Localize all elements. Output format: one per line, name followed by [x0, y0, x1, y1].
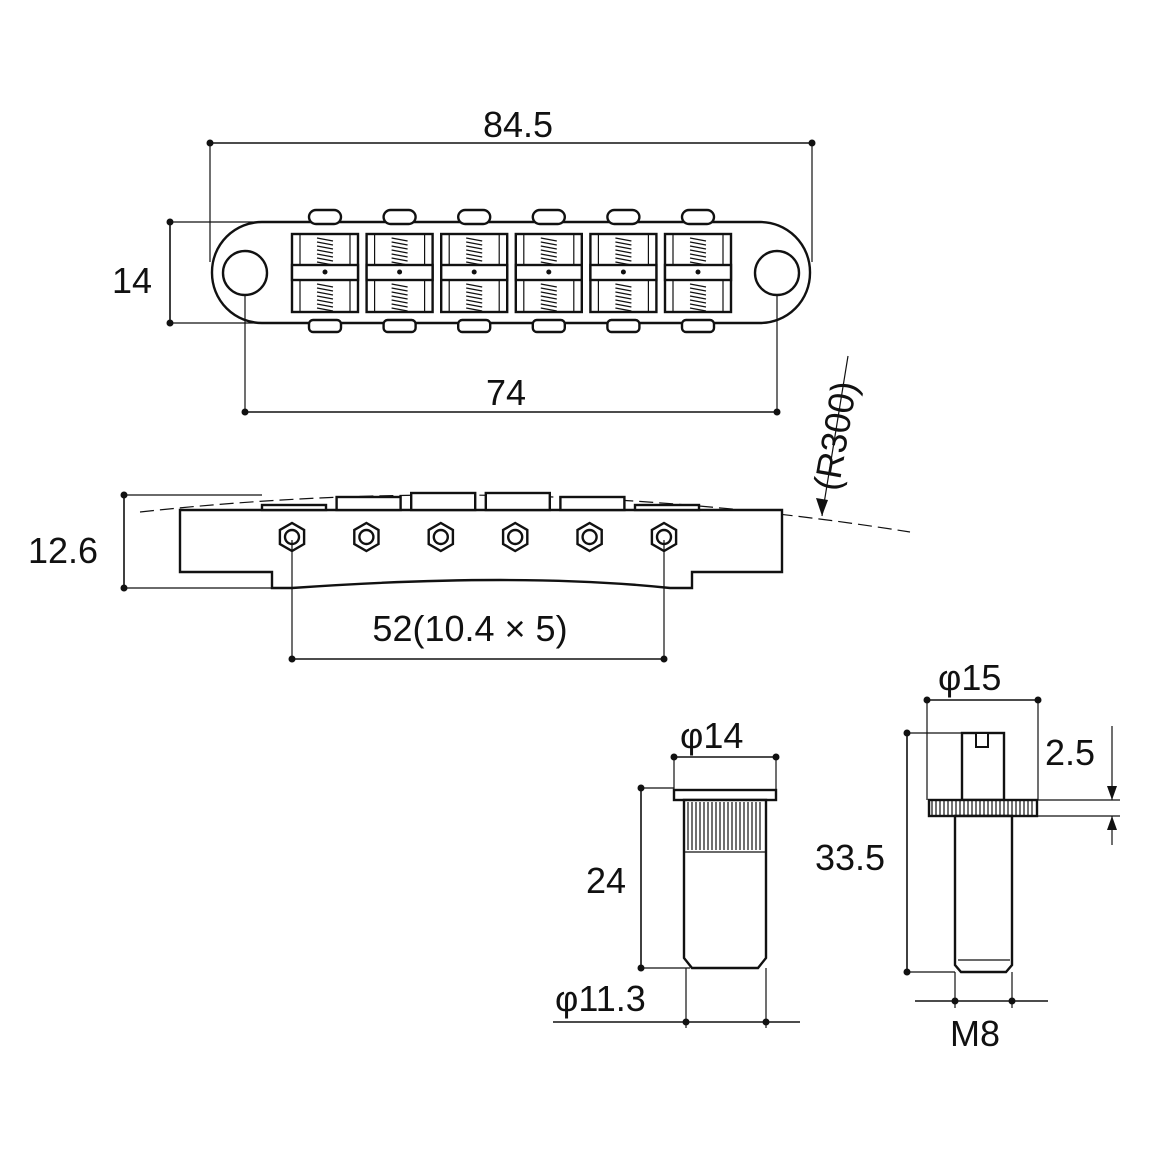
anchor-flange-dia-label: φ14: [680, 715, 743, 756]
saddle-side-1: [260, 503, 328, 512]
right-stud-hole: [753, 249, 801, 297]
stud-thread: [953, 814, 1014, 974]
wheel-knurl: [931, 801, 1033, 815]
intonation-nut-4: [501, 521, 529, 553]
bridge-body: [210, 220, 812, 325]
stud-spacing-label: 74: [486, 372, 526, 413]
saddle-side-6: [633, 503, 701, 512]
stud-thread-label: M8: [950, 1013, 1000, 1054]
bridge-side-view: (R300) 12.6 52(10.4 × 5): [28, 355, 911, 663]
stud-length-label: 33.5: [815, 837, 885, 878]
stud-bolt-view: φ15 33.5 2.5 M8: [815, 657, 1120, 1054]
saddle-side-4: [484, 491, 551, 512]
left-stud-hole: [221, 249, 269, 297]
stud-wheel: [927, 798, 1039, 818]
screwdriver-slot: [975, 732, 989, 748]
anchor-length-label: 24: [586, 860, 626, 901]
saddle-2: [365, 208, 434, 334]
bridge-side-body: [178, 508, 784, 590]
saddle-group: [290, 208, 733, 334]
anchor-body-dia-label: φ11.3: [555, 978, 646, 1019]
intonation-screw-group: [278, 521, 678, 553]
anchor-knurl: [684, 802, 766, 853]
string-spacing-label: 52(10.4 × 5): [372, 608, 567, 649]
saddle-side-group: [260, 491, 701, 512]
bridge-top-view: 84.5 14 74: [112, 104, 816, 416]
anchor-bushing-view: φ14 24 φ11.3: [553, 715, 800, 1028]
intonation-nut-2: [353, 521, 380, 553]
overall-length-label: 84.5: [483, 104, 553, 145]
body-width-label: 14: [112, 260, 152, 301]
anchor-flange: [672, 788, 778, 802]
height-label: 12.6: [28, 530, 98, 571]
intonation-nut-3: [427, 521, 455, 553]
stud-wheel-dia-label: φ15: [938, 657, 1001, 698]
intonation-nut-5: [576, 521, 603, 553]
saddle-side-5: [559, 495, 626, 512]
saddle-side-2: [335, 495, 402, 512]
saddle-3: [440, 208, 509, 334]
saddle-6: [663, 208, 733, 334]
radius-label: (R300): [806, 378, 865, 493]
saddle-5: [589, 208, 658, 334]
saddle-1: [290, 208, 360, 334]
saddle-4: [514, 208, 583, 334]
wheel-thickness-label: 2.5: [1045, 732, 1095, 773]
saddle-side-3: [410, 491, 477, 512]
